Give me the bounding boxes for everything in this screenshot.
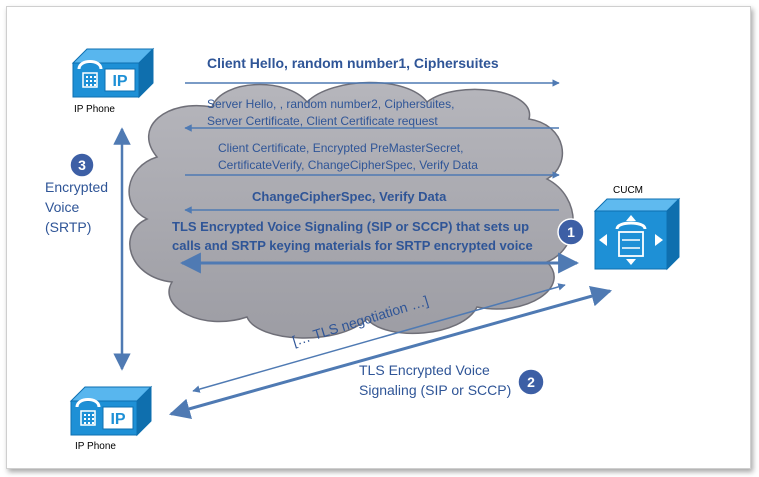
client-hello-label: Client Hello, random number1, Ciphersuit…	[207, 55, 499, 71]
top-ip-phone-icon: IP	[71, 47, 155, 99]
tls-voice-signaling-label-line2: Signaling (SIP or SCCP)	[359, 382, 512, 398]
bottom-phone-label: IP Phone	[75, 441, 116, 452]
cucm-label: CUCM	[613, 185, 643, 196]
diagram-canvas: IP IP	[69, 47, 681, 437]
tls-voice-signaling-arrow	[168, 285, 613, 420]
diagram-frame: IP IP	[6, 6, 751, 469]
step-2-badge: 2	[517, 368, 545, 396]
top-phone-screen-text: IP	[112, 73, 127, 90]
svg-text:3: 3	[78, 157, 86, 173]
tls-voice-signaling-label-line1: TLS Encrypted Voice	[359, 362, 490, 378]
change-cipher-label: ChangeCipherSpec, Verify Data	[252, 189, 447, 204]
server-hello-label-line1: Server Hello, , random number2, Ciphersu…	[207, 97, 455, 111]
bottom-ip-phone-icon: IP	[69, 385, 153, 437]
step-3-badge: 3	[69, 152, 95, 178]
tls-signaling-label-line2: calls and SRTP keying materials for SRTP…	[172, 238, 533, 253]
encrypted-voice-label: Encrypted Voice (SRTP)	[45, 179, 109, 235]
top-phone-label: IP Phone	[74, 104, 115, 115]
tls-signaling-label-line1: TLS Encrypted Voice Signaling (SIP or SC…	[172, 219, 530, 234]
step-1-badge: 1	[557, 218, 585, 246]
client-cert-label-line2: CertificateVerify, ChangeCipherSpec, Ver…	[218, 158, 478, 172]
bottom-phone-screen-text: IP	[110, 411, 125, 428]
svg-text:1: 1	[567, 224, 575, 240]
server-hello-label-line2: Server Certificate, Client Certificate r…	[207, 114, 438, 128]
cucm-server-icon	[593, 197, 681, 271]
svg-text:2: 2	[527, 374, 535, 390]
client-cert-label-line1: Client Certificate, Encrypted PreMasterS…	[218, 141, 464, 155]
